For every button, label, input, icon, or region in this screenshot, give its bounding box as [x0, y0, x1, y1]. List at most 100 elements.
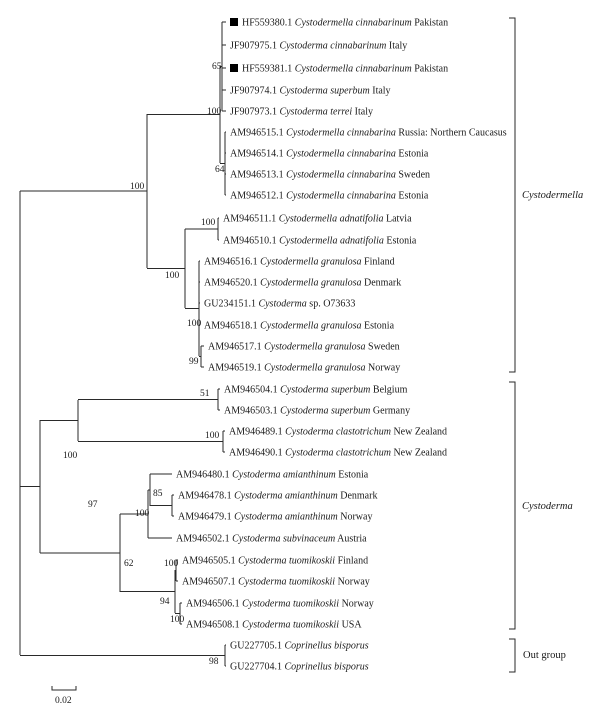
leaf-label: AM946515.1 Cystodermella cinnabarina Rus…: [230, 128, 507, 139]
leaf-locality: Estonia: [396, 149, 429, 160]
leaf-label: HF559381.1 Cystodermella cinnabarinum Pa…: [242, 64, 448, 75]
bootstrap-support-label: 64: [215, 165, 225, 175]
leaf-species: Cystoderma superbum: [280, 406, 370, 417]
leaf-accession: AM946480.1: [176, 470, 232, 481]
leaf-locality: Pakistan: [412, 64, 448, 75]
leaf-label: AM946480.1 Cystoderma amianthinum Estoni…: [176, 470, 369, 481]
leaf-label: AM946512.1 Cystodermella cinnabarina Est…: [230, 191, 429, 202]
bootstrap-support-label: 94: [160, 597, 170, 607]
leaf-locality: Pakistan: [412, 18, 448, 29]
leaf-species: Cystodermella granulosa: [264, 363, 365, 374]
leaf-label: AM946505.1 Cystoderma tuomikoskii Finlan…: [182, 556, 368, 567]
leaf-accession: GU234151.1: [204, 299, 258, 310]
leaf-species: Cystodermella granulosa: [260, 278, 361, 289]
leaf-species: Cystodermella cinnabarina: [286, 191, 396, 202]
leaf-species: Cystodermella cinnabarinum: [295, 64, 412, 75]
leaf-species: Cystoderma clastotrichum: [285, 427, 391, 438]
leaf-accession: AM946514.1: [230, 149, 286, 160]
leaf-label: AM946478.1 Cystoderma amianthinum Denmar…: [178, 491, 377, 502]
clade-label: Cystodermella: [522, 190, 583, 201]
leaf-accession: AM946503.1: [224, 406, 280, 417]
leaf-accession: AM946490.1: [229, 448, 285, 459]
leaf-locality: Denmark: [338, 491, 378, 502]
bootstrap-support-label: 100: [135, 509, 150, 519]
leaf-accession: GU227705.1: [230, 641, 284, 652]
leaf-accession: GU227704.1: [230, 662, 284, 673]
leaf-label: AM946518.1 Cystodermella granulosa Eston…: [204, 321, 395, 332]
leaf-label: AM946511.1 Cystodermella adnatifolia Lat…: [223, 214, 412, 225]
bootstrap-support-label: 100: [164, 559, 179, 569]
leaf-accession: AM946512.1: [230, 191, 286, 202]
leaf-accession: AM946511.1: [223, 214, 279, 225]
bootstrap-support-label: 100: [205, 431, 220, 441]
leaf-species: Cystodermella cinnabarina: [286, 128, 396, 139]
leaf-species: Cystoderma: [258, 299, 306, 310]
leaf-label: AM946519.1 Cystodermella granulosa Norwa…: [208, 363, 400, 374]
new-sequence-marker: [230, 18, 238, 26]
leaf-locality: New Zealand: [391, 427, 447, 438]
leaf-locality: Estonia: [396, 191, 429, 202]
leaf-species: Cystoderma tuomikoskii: [242, 599, 339, 610]
leaf-locality: New Zealand: [391, 448, 447, 459]
leaf-species: Cystodermella cinnabarina: [286, 170, 396, 181]
leaf-label: AM946479.1 Cystoderma amianthinum Norway: [178, 512, 372, 523]
leaf-species: Cystoderma terrei: [279, 107, 352, 118]
bootstrap-support-label: 100: [170, 615, 185, 625]
leaf-label: GU227704.1 Coprinellus bisporus: [230, 662, 369, 673]
leaf-species: Cystoderma tuomikoskii: [238, 577, 335, 588]
leaf-accession: AM946513.1: [230, 170, 286, 181]
leaf-species: Coprinellus bisporus: [284, 641, 368, 652]
leaf-accession: AM946506.1: [186, 599, 242, 610]
leaf-accession: JF907974.1: [230, 86, 279, 97]
bootstrap-support-label: 99: [189, 357, 199, 367]
leaf-locality: Italy: [370, 86, 391, 97]
leaf-species: Cystoderma tuomikoskii: [238, 556, 335, 567]
leaf-species: Cystodermella adnatifolia: [279, 214, 384, 225]
leaf-locality: Italy: [386, 41, 407, 52]
leaf-accession: AM946505.1: [182, 556, 238, 567]
leaf-accession: AM946478.1: [178, 491, 234, 502]
leaf-accession: AM946518.1: [204, 321, 260, 332]
bootstrap-support-label: 62: [124, 559, 134, 569]
leaf-label: GU234151.1 Cystoderma sp. O73633: [204, 299, 355, 310]
bootstrap-support-label: 65: [212, 62, 222, 72]
leaf-locality: sp. O73633: [307, 299, 356, 310]
leaf-label: AM946510.1 Cystodermella adnatifolia Est…: [223, 236, 417, 247]
leaf-label: AM946489.1 Cystoderma clastotrichum New …: [229, 427, 447, 438]
leaf-locality: Austria: [335, 534, 367, 545]
leaf-accession: AM946520.1: [204, 278, 260, 289]
leaf-label: AM946516.1 Cystodermella granulosa Finla…: [204, 257, 395, 268]
bootstrap-support-label: 51: [200, 389, 210, 399]
leaf-accession: JF907975.1: [230, 41, 279, 52]
leaf-species: Cystoderma amianthinum: [234, 491, 338, 502]
leaf-species: Cystodermella cinnabarina: [286, 149, 396, 160]
leaf-locality: Latvia: [383, 214, 412, 225]
leaf-species: Cystoderma cinnabarinum: [279, 41, 386, 52]
new-sequence-marker: [230, 64, 238, 72]
bootstrap-support-label: 97: [88, 500, 98, 510]
leaf-locality: Finland: [362, 257, 395, 268]
leaf-locality: Italy: [352, 107, 373, 118]
leaf-accession: AM946479.1: [178, 512, 234, 523]
clade-label: Cystoderma: [522, 501, 573, 512]
leaf-label: JF907973.1 Cystoderma terrei Italy: [230, 107, 373, 118]
leaf-label: AM946507.1 Cystoderma tuomikoskii Norway: [182, 577, 370, 588]
leaf-locality: Denmark: [362, 278, 402, 289]
bootstrap-support-label: 100: [207, 107, 222, 117]
leaf-label: JF907974.1 Cystoderma superbum Italy: [230, 86, 391, 97]
leaf-locality: Belgium: [370, 385, 407, 396]
leaf-label: AM946508.1 Cystoderma tuomikoskii USA: [186, 620, 362, 631]
leaf-species: Cystoderma amianthinum: [234, 512, 338, 523]
leaf-locality: Estonia: [362, 321, 395, 332]
leaf-locality: Estonia: [384, 236, 417, 247]
bootstrap-support-label: 100: [201, 218, 216, 228]
leaf-species: Coprinellus bisporus: [284, 662, 368, 673]
leaf-species: Cystodermella adnatifolia: [279, 236, 384, 247]
leaf-locality: Sweden: [396, 170, 430, 181]
leaf-accession: HF559380.1: [242, 18, 295, 29]
leaf-locality: Norway: [339, 599, 374, 610]
scale-bar-label: 0.02: [55, 696, 72, 706]
leaf-locality: Germany: [370, 406, 410, 417]
